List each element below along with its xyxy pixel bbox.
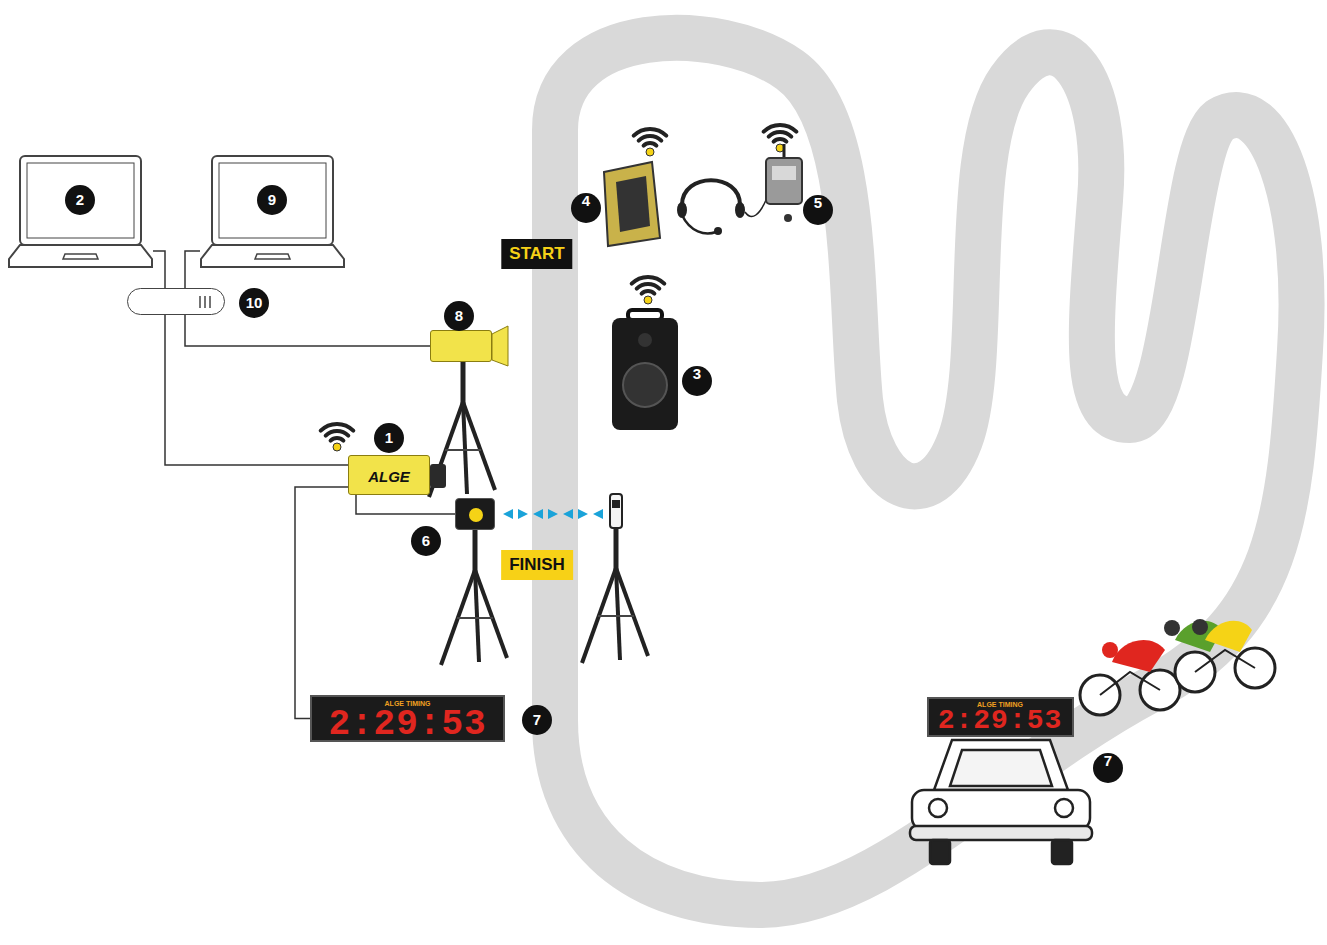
laptop-base [201, 245, 344, 267]
cable [153, 251, 165, 288]
laptop: 9 [200, 155, 345, 268]
bodypack-transmitter [766, 144, 802, 222]
photocell-tripod [441, 530, 507, 665]
callout-number: 7 [1093, 753, 1123, 783]
laptop-screen [20, 156, 141, 245]
callout-number: 3 [682, 366, 712, 396]
race-track [555, 38, 1302, 905]
callout-number: 5 [803, 195, 833, 225]
camera-tripod [429, 362, 495, 497]
headset-microphone [677, 180, 766, 235]
wireless-icon [321, 424, 354, 451]
cable [295, 487, 348, 719]
laptop-panel [219, 163, 326, 238]
reflector-tripod [582, 528, 648, 663]
cable [356, 495, 455, 514]
callout-number: 1 [374, 423, 404, 453]
lens [469, 508, 483, 522]
laptop: 2 [8, 155, 153, 268]
laptop-touchpad [255, 254, 290, 259]
finish-camera: 8 [430, 330, 492, 362]
loudspeaker [612, 310, 678, 430]
callout-number: 4 [571, 193, 601, 223]
timer-unit: ALGE1 [348, 455, 430, 495]
wireless-icon [764, 125, 797, 152]
car [910, 740, 1092, 864]
display-board: ALGE TIMING2:29:537 [310, 695, 505, 742]
port-mark [199, 296, 201, 308]
photocell: 6 [455, 498, 495, 530]
camera-hood [492, 326, 508, 366]
port-mark [204, 296, 206, 308]
network-switch: 10 [127, 288, 225, 315]
callout-number: 2 [65, 185, 95, 215]
car-display-frame [928, 698, 1073, 736]
cable [185, 251, 200, 288]
cyclists [1080, 619, 1275, 715]
callout-number: 6 [411, 526, 441, 556]
port-mark [209, 296, 211, 308]
callout-number: 10 [239, 288, 269, 318]
display-time: 2:29:53 [938, 707, 1063, 735]
wireless-icon [632, 277, 665, 304]
camera-lens [430, 464, 446, 488]
start-label: START [501, 239, 572, 269]
cable [185, 315, 430, 346]
node-text: 2:29:53 [328, 704, 486, 745]
callout-number: 8 [444, 301, 474, 331]
laptop-screen [212, 156, 333, 245]
laptop-base [9, 245, 152, 267]
callout-number: 7 [522, 705, 552, 735]
callout-number: 9 [257, 185, 287, 215]
finish-label: FINISH [501, 550, 573, 580]
switch-ports [128, 289, 224, 314]
wireless-icon [634, 129, 667, 156]
start-gate [604, 162, 660, 246]
laptop-touchpad [63, 254, 98, 259]
light-beam [503, 509, 603, 519]
reflector [610, 494, 622, 528]
photocell-lens [456, 499, 494, 529]
node-text: ALGE [368, 468, 410, 485]
cable [165, 315, 348, 465]
laptop-panel [27, 163, 134, 238]
